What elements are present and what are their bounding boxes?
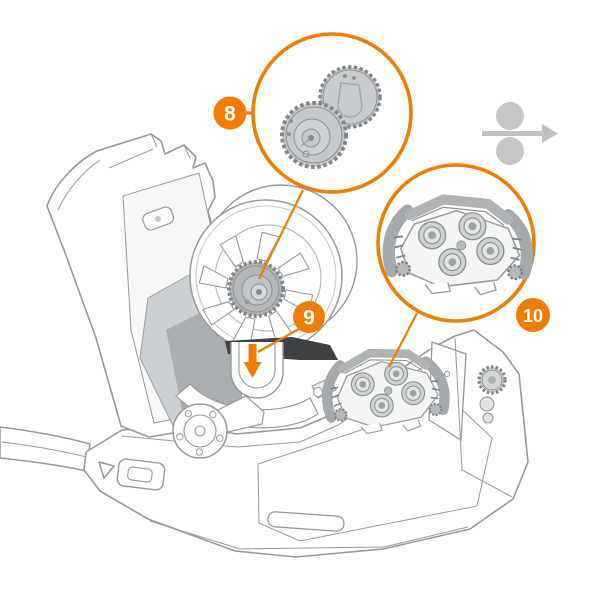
feed-rollers-direction-icon xyxy=(482,102,558,165)
hinge-flange xyxy=(172,395,265,459)
callout-badge-8: 8 xyxy=(213,96,247,130)
machine-illustration xyxy=(0,133,529,558)
spool-hub xyxy=(227,260,285,318)
front-latch xyxy=(116,458,166,491)
badge-9-label: 9 xyxy=(303,307,315,330)
rear-panel xyxy=(454,337,513,498)
wire-spool xyxy=(189,184,358,353)
callout-8-leader xyxy=(258,189,304,280)
callout-9-leader xyxy=(257,328,300,353)
brand-triangle-icon xyxy=(98,461,115,479)
spool-spokes xyxy=(198,231,314,347)
hub-front-disc xyxy=(280,101,348,169)
connector-socket xyxy=(479,396,495,412)
callout-9: 9 xyxy=(243,301,325,378)
torch-cable xyxy=(0,426,91,472)
front-grip-slot xyxy=(267,511,345,532)
lower-roller xyxy=(496,137,524,165)
lid-latch xyxy=(142,206,175,231)
callout-10-leader xyxy=(388,312,418,368)
callout-badge-10: 10 xyxy=(516,298,550,332)
upper-roller xyxy=(496,102,524,130)
callout-badge-9: 9 xyxy=(293,301,325,333)
insert-spool-down-arrow-icon xyxy=(243,344,262,378)
feed-arrow xyxy=(482,124,558,143)
callout-8: 8 xyxy=(213,32,413,280)
badge-8-label: 8 xyxy=(224,103,236,126)
callout-10: 10 xyxy=(376,163,550,368)
spool-hub-discs-illustration xyxy=(280,65,382,169)
badge-10-label: 10 xyxy=(523,306,543,326)
